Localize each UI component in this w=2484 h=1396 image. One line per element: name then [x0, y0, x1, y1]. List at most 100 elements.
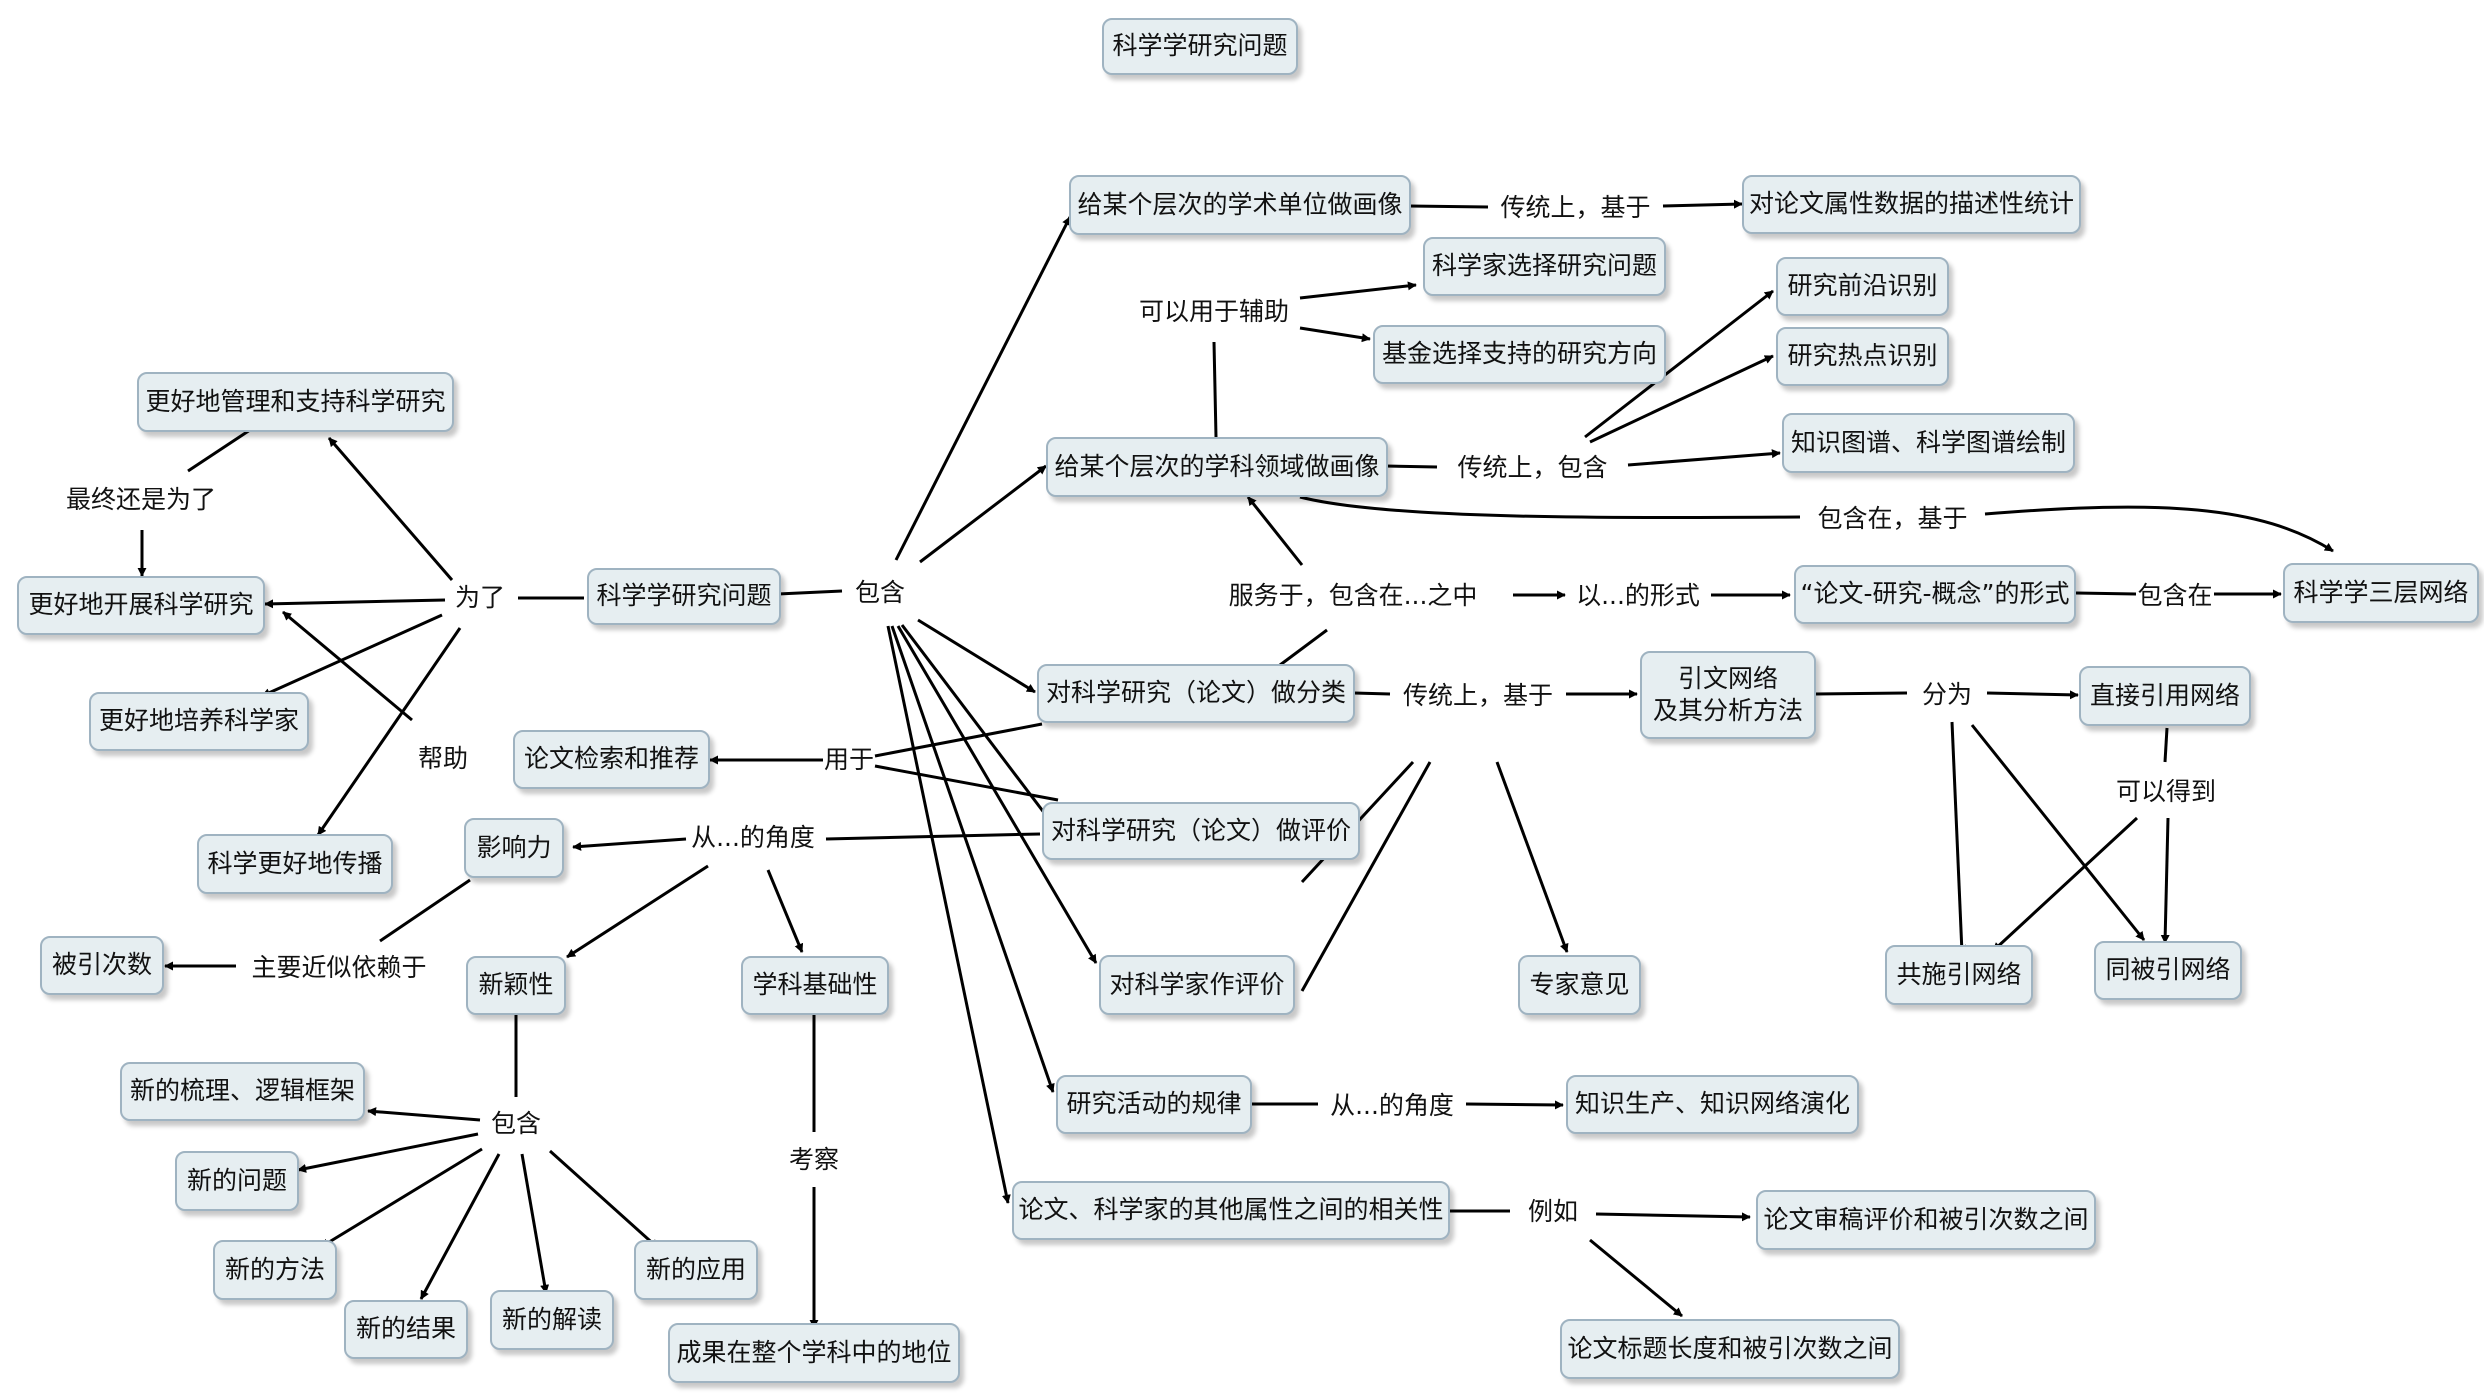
node-root[interactable]: 科学学研究问题	[587, 568, 781, 625]
link-label-help: 帮助	[417, 744, 468, 773]
edge	[2160, 817, 2170, 944]
node-cocited[interactable]: 同被引网络	[2094, 941, 2242, 1000]
link-label-for: 为了	[454, 583, 505, 612]
node-evaluate[interactable]: 对科学研究（论文）做评价	[1042, 802, 1360, 860]
edge	[766, 869, 804, 953]
node-front[interactable]: 研究前沿识别	[1776, 257, 1949, 316]
edge	[1408, 204, 1489, 209]
node-novelty[interactable]: 新颖性	[466, 956, 566, 1015]
node-manage[interactable]: 更好地管理和支持科学研究	[137, 372, 454, 432]
node-expert[interactable]: 专家意见	[1518, 955, 1641, 1015]
edge	[1299, 281, 1417, 300]
link-label-contain: 包含	[854, 578, 905, 607]
edge	[1584, 289, 1774, 439]
edge	[894, 216, 1072, 561]
edge	[1589, 354, 1774, 444]
edge	[1212, 341, 1218, 438]
edge	[1814, 691, 1908, 696]
node-citenet[interactable]: 引文网络 及其分析方法	[1640, 651, 1816, 739]
link-label-can-get: 可以得到	[2115, 777, 2216, 806]
node-fund-choose[interactable]: 基金选择支持的研究方向	[1373, 325, 1666, 384]
node-cocite-apply[interactable]: 共施引网络	[1885, 945, 2033, 1005]
edge	[1299, 495, 1801, 520]
edge	[1595, 1212, 1751, 1222]
edge	[316, 627, 462, 836]
node-search[interactable]: 论文检索和推荐	[513, 730, 710, 789]
node-kmap[interactable]: 知识图谱、科学图谱绘制	[1782, 413, 2075, 473]
node-new-a[interactable]: 新的应用	[634, 1240, 758, 1300]
node-form[interactable]: “论文-研究-概念”的形式	[1794, 565, 2076, 624]
edge	[1589, 1238, 1683, 1318]
edge	[320, 1147, 483, 1249]
node-new-i[interactable]: 新的解读	[490, 1290, 614, 1350]
node-three-layer[interactable]: 科学学三层网络	[2283, 563, 2479, 623]
node-position[interactable]: 成果在整个学科中的地位	[668, 1323, 960, 1383]
link-label-serve: 服务于，包含在...之中	[1228, 581, 1478, 610]
node-classify[interactable]: 对科学研究（论文）做分类	[1037, 664, 1355, 723]
edge	[379, 878, 471, 943]
edge	[1662, 199, 1743, 209]
node-acad-unit[interactable]: 给某个层次的学术单位做画像	[1069, 175, 1411, 235]
node-citations[interactable]: 被引次数	[40, 936, 164, 995]
edge	[327, 437, 454, 581]
edge	[419, 1153, 501, 1300]
edge	[874, 722, 1043, 758]
node-hot[interactable]: 研究热点识别	[1776, 327, 1949, 386]
edge	[2163, 727, 2169, 763]
edge	[548, 1149, 660, 1250]
edge	[282, 610, 413, 722]
edge	[1353, 691, 1391, 696]
link-label-angle: 从...的角度	[691, 823, 815, 852]
edge	[1300, 761, 1432, 992]
node-new-r[interactable]: 新的结果	[344, 1300, 468, 1359]
edge	[1465, 1100, 1564, 1110]
edge	[886, 625, 1011, 1204]
link-label-finally: 最终还是为了	[65, 485, 216, 514]
node-scientist-choose[interactable]: 科学家选择研究问题	[1423, 237, 1666, 296]
node-scientist-eval[interactable]: 对科学家作评价	[1099, 955, 1295, 1015]
node-new-frame[interactable]: 新的梳理、逻辑框架	[120, 1062, 365, 1121]
edge	[1970, 724, 2146, 941]
edge	[896, 625, 1098, 964]
edge	[572, 837, 687, 851]
link-label-use-for: 用于	[823, 745, 874, 774]
link-label-angle-laws: 从...的角度	[1330, 1091, 1454, 1120]
link-label-trad-based-2: 传统上，基于	[1402, 681, 1553, 710]
node-direct[interactable]: 直接引用网络	[2079, 666, 2251, 726]
node-impact[interactable]: 影响力	[464, 818, 564, 878]
edge	[297, 1132, 479, 1173]
node-new-q[interactable]: 新的问题	[175, 1151, 299, 1211]
edge	[1950, 721, 1967, 954]
edge	[566, 864, 709, 959]
link-label-eg: 例如	[1527, 1197, 1578, 1226]
edge	[777, 589, 843, 596]
edge	[1986, 690, 2079, 700]
edge	[917, 618, 1036, 694]
node-field[interactable]: 给某个层次的学科领域做画像	[1046, 437, 1388, 497]
node-laws[interactable]: 研究活动的规律	[1056, 1075, 1252, 1134]
edge	[2075, 591, 2137, 596]
node-new-m[interactable]: 新的方法	[213, 1240, 337, 1300]
node-correlation[interactable]: 论文、科学家的其他属性之间的相关性	[1012, 1181, 1450, 1240]
node-knowledge[interactable]: 知识生产、知识网络演化	[1566, 1075, 1859, 1134]
edge	[187, 426, 254, 473]
node-desc-stat[interactable]: 对论文属性数据的描述性统计	[1742, 175, 2081, 234]
edge	[1495, 761, 1569, 953]
edge	[1246, 496, 1304, 566]
edge	[1384, 464, 1438, 469]
node-spread[interactable]: 科学更好地传播	[197, 834, 393, 894]
node-train[interactable]: 更好地培养科学家	[89, 692, 309, 751]
link-label-inspect: 考察	[788, 1145, 839, 1174]
edge	[261, 613, 443, 698]
edge	[919, 464, 1047, 564]
node-develop[interactable]: 更好地开展科学研究	[17, 576, 265, 635]
node-base[interactable]: 学科基础性	[741, 956, 889, 1015]
edge	[520, 1153, 550, 1294]
link-label-trad-based: 传统上，基于	[1500, 193, 1651, 222]
node-review[interactable]: 论文审稿评价和被引次数之间	[1756, 1190, 2096, 1250]
node-title-len[interactable]: 论文标题长度和被引次数之间	[1560, 1319, 1900, 1379]
edge	[264, 598, 446, 609]
link-label-contain-novelty: 包含	[490, 1109, 541, 1138]
